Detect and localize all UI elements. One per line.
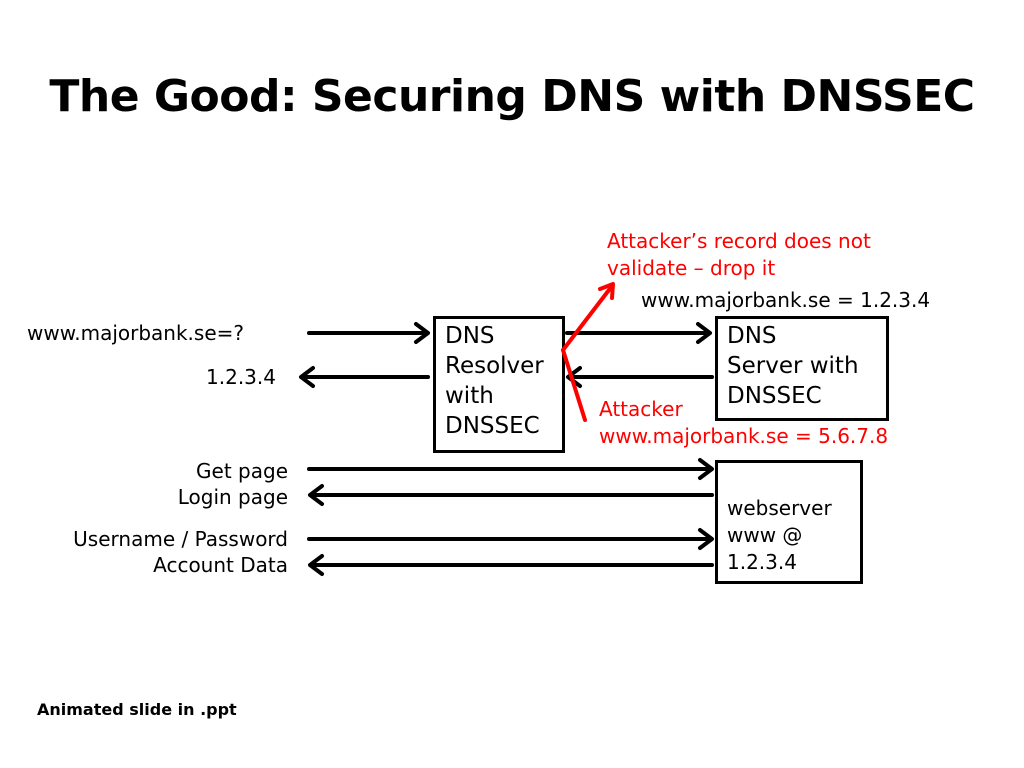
get-page-label: Get page bbox=[196, 459, 288, 483]
credentials-label: Username / Password bbox=[73, 527, 288, 551]
attacker-note-line: validate – drop it bbox=[607, 256, 776, 280]
login-page-label: Login page bbox=[177, 485, 288, 509]
answer-arrow-head bbox=[299, 366, 315, 388]
dns-server-line: DNS bbox=[727, 323, 777, 349]
attacker-arrow bbox=[561, 348, 587, 422]
webserver-line: www @ bbox=[727, 523, 803, 547]
attacker-record: www.majorbank.se = 5.6.7.8 bbox=[599, 424, 889, 448]
dns-query-label: www.majorbank.se=? bbox=[27, 321, 245, 345]
server-to-resolver-arrow-head bbox=[566, 366, 582, 388]
get-page-arrow-head bbox=[698, 458, 714, 480]
credentials-arrow-head bbox=[698, 528, 714, 550]
dropped-arrow bbox=[561, 284, 614, 352]
webserver-box: webserver www @ 1.2.3.4 bbox=[715, 460, 863, 584]
dns-server-box: DNS Server with DNSSEC bbox=[715, 316, 889, 421]
slide-title: The Good: Securing DNS with DNSSEC bbox=[49, 71, 975, 122]
attacker-label: Attacker bbox=[599, 397, 683, 421]
dns-server-line: Server with bbox=[727, 353, 859, 379]
login-page-arrow-head bbox=[308, 484, 324, 506]
resolver-to-server-arrow-head bbox=[696, 322, 712, 344]
webserver-line: 1.2.3.4 bbox=[727, 550, 797, 574]
dropped-arrow-head bbox=[598, 282, 615, 300]
account-data-label: Account Data bbox=[153, 553, 288, 577]
dns-answer-label: 1.2.3.4 bbox=[206, 365, 276, 389]
resolver-line: DNSSEC bbox=[445, 413, 540, 439]
dns-resolver-box: DNS Resolver with DNSSEC bbox=[433, 316, 565, 453]
footnote: Animated slide in .ppt bbox=[37, 700, 237, 719]
account-data-arrow-head bbox=[308, 554, 324, 576]
attacker-note-line: Attacker’s record does not bbox=[607, 229, 871, 253]
dns-server-line: DNSSEC bbox=[727, 383, 822, 409]
resolver-line: Resolver bbox=[445, 353, 544, 379]
resolver-line: DNS bbox=[445, 323, 495, 349]
webserver-line: webserver bbox=[727, 496, 832, 520]
legit-dns-record: www.majorbank.se = 1.2.3.4 bbox=[641, 288, 931, 312]
resolver-line: with bbox=[445, 383, 494, 409]
query-arrow-head bbox=[414, 322, 430, 344]
